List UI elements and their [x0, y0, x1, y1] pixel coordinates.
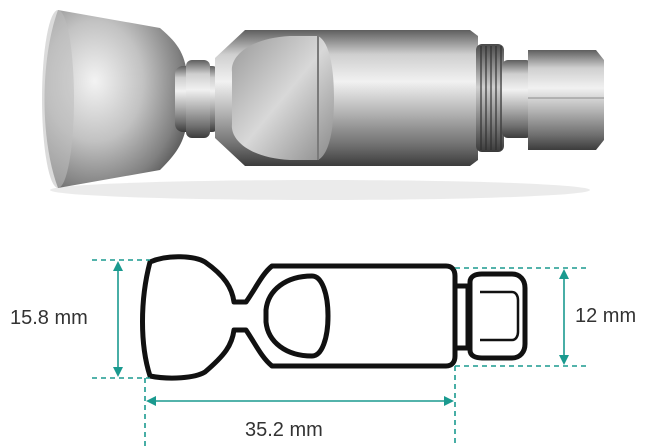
height-left-label: 15.8 mm	[10, 307, 88, 329]
dimension-arrowheads	[113, 261, 569, 406]
dimension-lines	[92, 259, 590, 446]
length-label: 35.2 mm	[245, 419, 323, 441]
nozzle-outline-drawing	[140, 254, 528, 381]
nozzle-photo	[42, 10, 604, 200]
height-right-label: 12 mm	[575, 305, 637, 327]
